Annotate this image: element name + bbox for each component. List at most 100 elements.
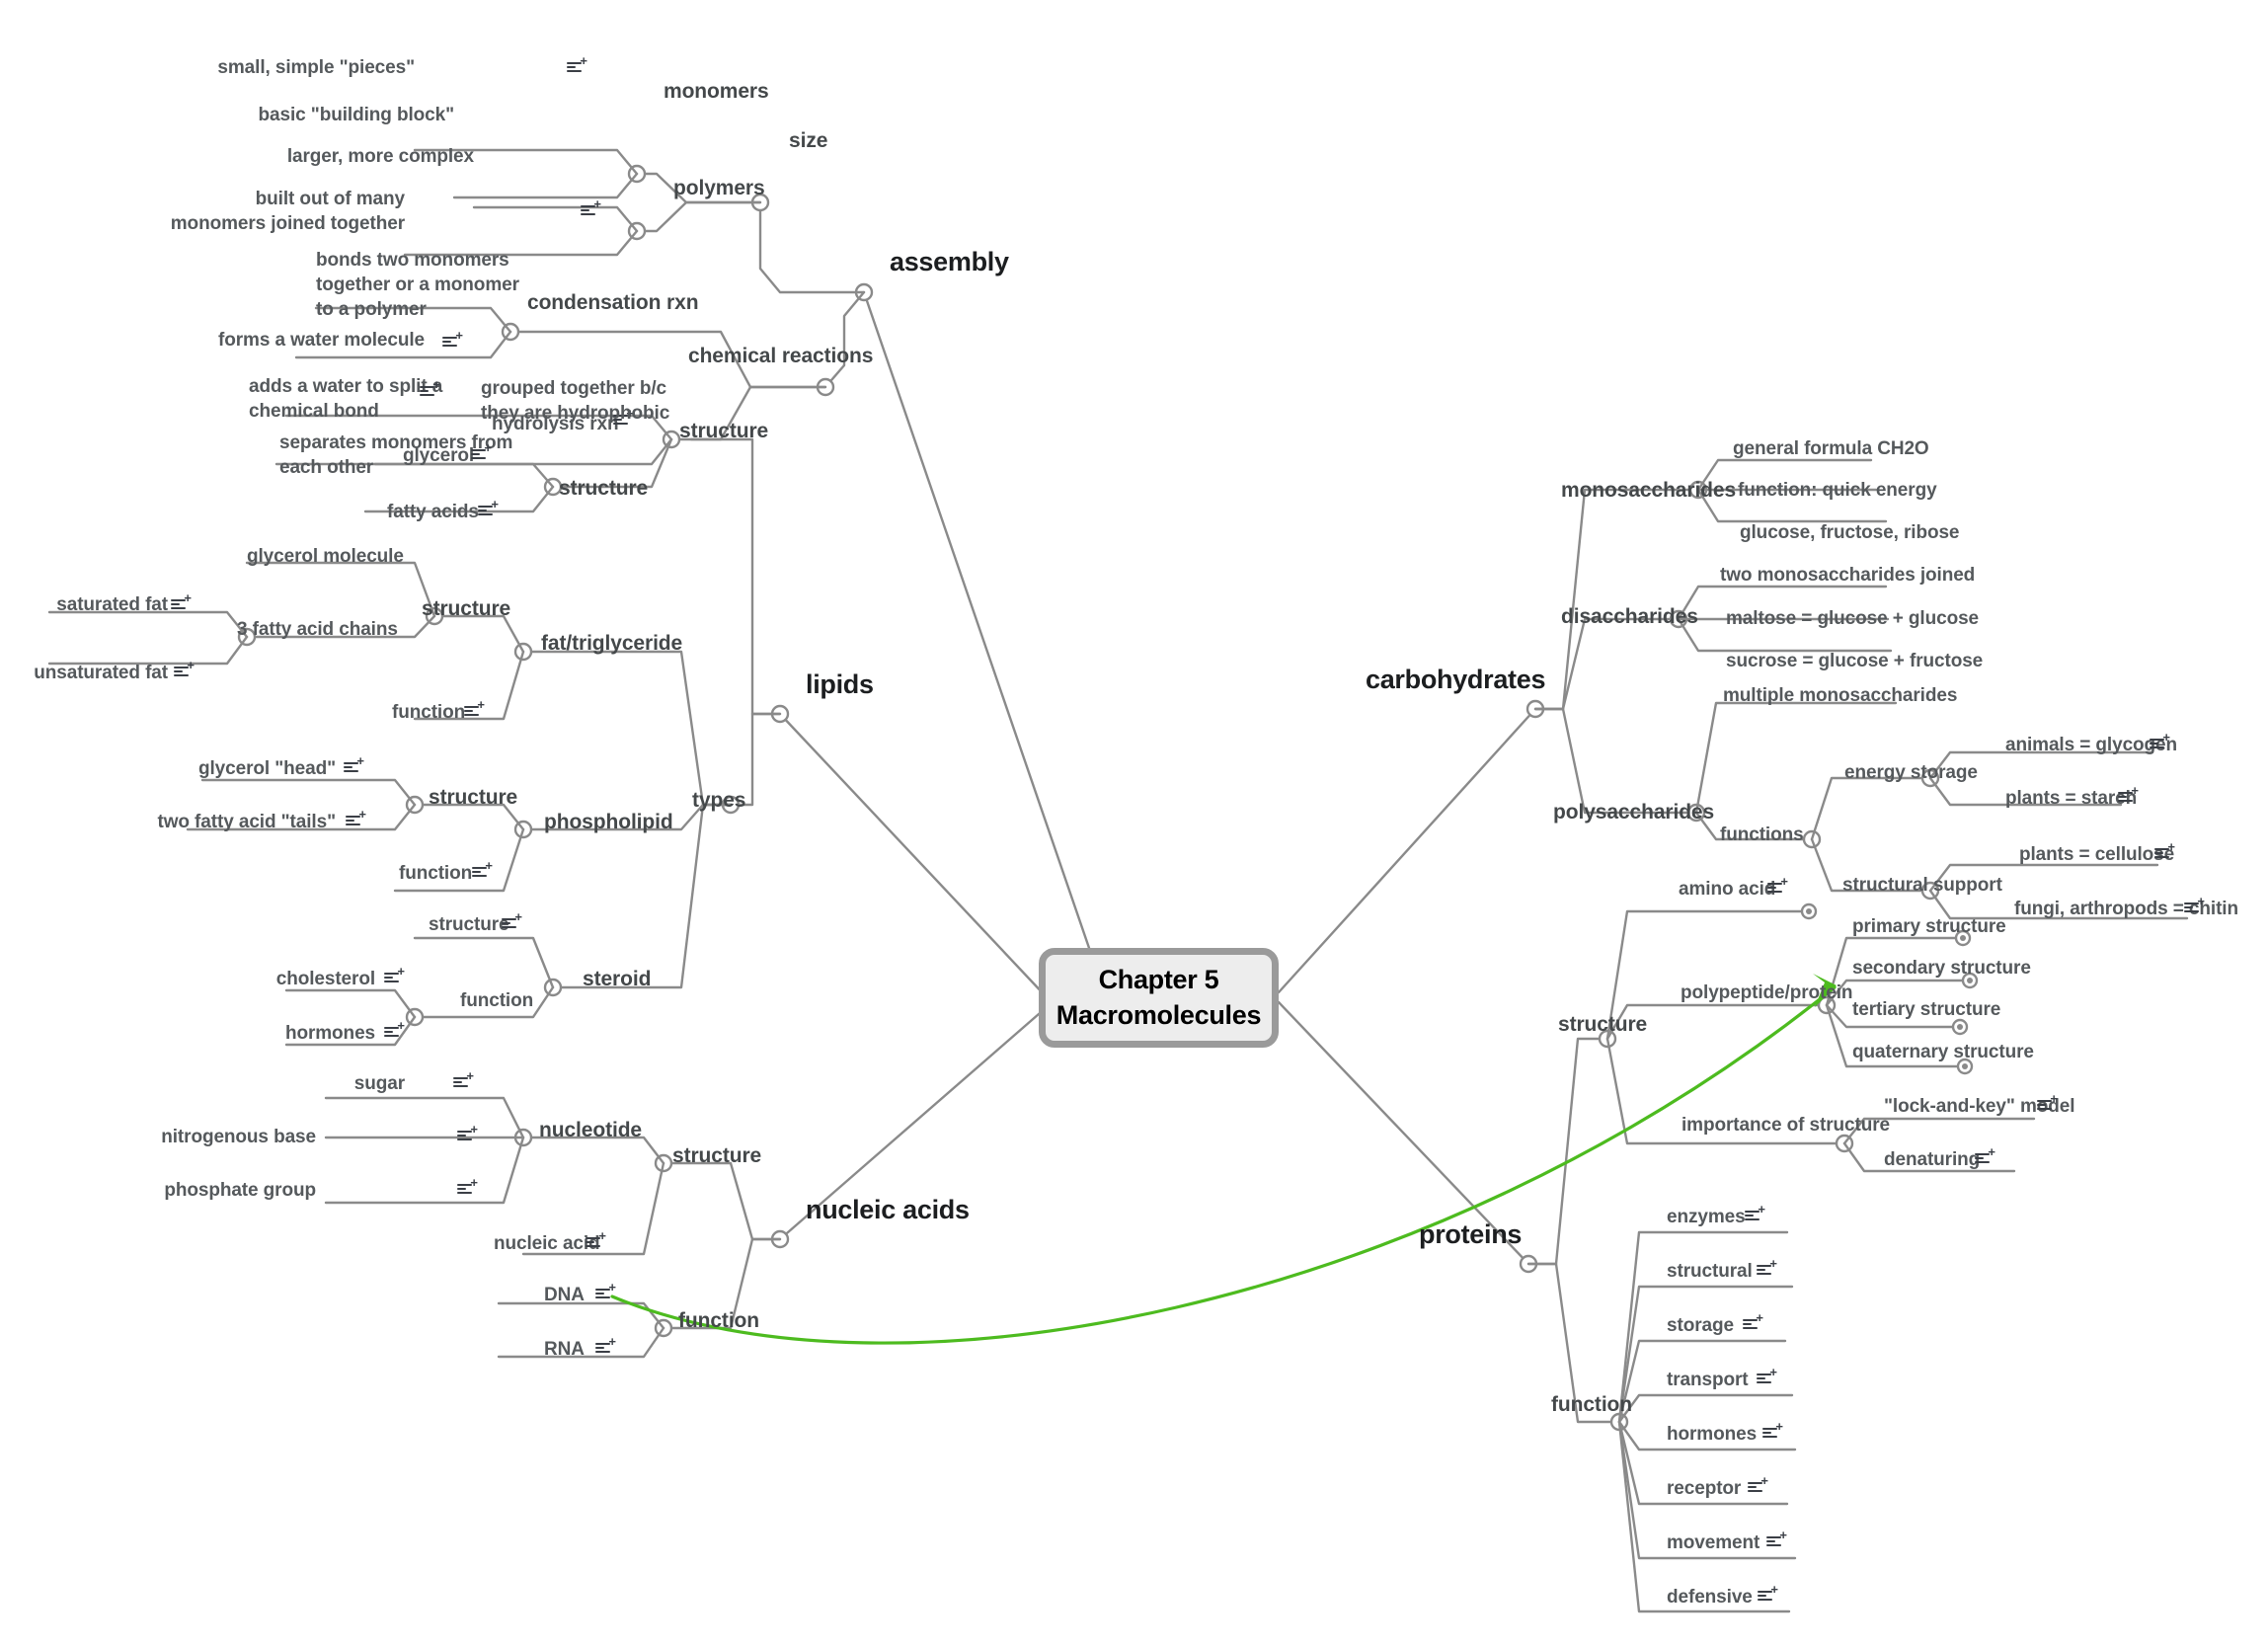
- note-icon[interactable]: +: [1766, 1529, 1787, 1549]
- node-label-phospholipid-structure[interactable]: structure: [429, 786, 518, 809]
- leaf-hormones-protein[interactable]: hormones: [1667, 1424, 1758, 1445]
- leaf-multiple-monosaccharides[interactable]: multiple monosaccharides: [1723, 685, 1958, 706]
- node-label-polypeptide-protein[interactable]: polypeptide/protein: [1681, 982, 1853, 1003]
- leaf-secondary-structure[interactable]: secondary structure: [1852, 958, 2031, 979]
- note-icon[interactable]: +: [453, 1069, 474, 1090]
- node-label-monosaccharides[interactable]: monosaccharides: [1561, 479, 1737, 502]
- leaf-structural[interactable]: structural: [1667, 1261, 1753, 1282]
- node-label-hydrolysis-rxn[interactable]: hydrolysis rxn: [492, 414, 619, 434]
- leaf-general-formula[interactable]: general formula CH2O: [1733, 438, 1929, 459]
- leaf-glycerol-head[interactable]: glycerol "head": [197, 758, 336, 779]
- node-label-chemical-reactions[interactable]: chemical reactions: [688, 345, 874, 367]
- leaf-rna[interactable]: RNA: [544, 1339, 585, 1360]
- leaf-nitrogenous-base[interactable]: nitrogenous base: [161, 1127, 316, 1147]
- note-icon[interactable]: +: [472, 859, 493, 880]
- note-icon[interactable]: +: [174, 659, 195, 679]
- leaf-bonds-two-monomers[interactable]: bonds two monomers together or a monomer…: [316, 250, 519, 321]
- note-icon[interactable]: +: [464, 698, 485, 719]
- note-icon[interactable]: +: [384, 965, 405, 985]
- leaf-built-out-of-many-monomers[interactable]: built out of many monomers joined togeth…: [170, 189, 405, 234]
- leaf-plants-cellulose[interactable]: plants = cellulose: [2019, 844, 2175, 865]
- leaf-quaternary-structure[interactable]: quaternary structure: [1852, 1042, 2034, 1062]
- node-label-nucleotide[interactable]: nucleotide: [539, 1119, 643, 1141]
- note-icon[interactable]: +: [1767, 875, 1788, 896]
- note-icon[interactable]: +: [2154, 840, 2175, 861]
- leaf-basic-building-block[interactable]: basic "building block": [258, 105, 455, 125]
- leaf-sucrose[interactable]: sucrose = glucose + fructose: [1726, 651, 1984, 671]
- node-label-steroid-function[interactable]: function: [460, 990, 534, 1011]
- note-icon[interactable]: +: [613, 407, 634, 428]
- node-label-polymers[interactable]: polymers: [673, 177, 765, 199]
- leaf-receptor[interactable]: receptor: [1667, 1478, 1742, 1499]
- leaf-larger-more-complex[interactable]: larger, more complex: [286, 146, 474, 167]
- node-label-structure-fatty[interactable]: structure: [559, 477, 649, 500]
- branch-label-lipids[interactable]: lipids: [806, 669, 874, 699]
- branch-label-assembly[interactable]: assembly: [890, 247, 1009, 276]
- leaf-primary-structure[interactable]: primary structure: [1852, 916, 2006, 937]
- leaf-fungi-chitin[interactable]: fungi, arthropods = chitin: [2014, 899, 2238, 919]
- leaf-separates-monomers[interactable]: separates monomers from each other: [279, 432, 513, 478]
- node-label-fat-structure[interactable]: structure: [422, 597, 511, 620]
- note-icon[interactable]: +: [1745, 1203, 1765, 1223]
- leaf-enzymes[interactable]: enzymes: [1667, 1207, 1746, 1227]
- node-label-fat-triglyceride[interactable]: fat/triglyceride: [541, 632, 683, 655]
- leaf-cholesterol[interactable]: cholesterol: [275, 969, 375, 989]
- leaf-defensive[interactable]: defensive: [1667, 1587, 1753, 1608]
- leaf-maltose[interactable]: maltose = glucose + glucose: [1726, 608, 1980, 629]
- node-label-disaccharides[interactable]: disaccharides: [1561, 605, 1698, 628]
- note-icon[interactable]: +: [1975, 1145, 1995, 1166]
- leaf-3-fatty-acid-chains[interactable]: 3 fatty acid chains: [237, 619, 398, 640]
- leaf-tertiary-structure[interactable]: tertiary structure: [1852, 999, 2001, 1020]
- node-label-phospholipid[interactable]: phospholipid: [544, 811, 673, 833]
- leaf-phosphate-group[interactable]: phosphate group: [164, 1180, 316, 1201]
- leaf-sugar[interactable]: sugar: [353, 1073, 405, 1094]
- note-icon[interactable]: +: [442, 329, 463, 350]
- node-label-nucleic-function[interactable]: function: [678, 1309, 760, 1332]
- node-label-lipid-structure[interactable]: structure: [679, 420, 769, 442]
- node-label-amino-acid[interactable]: amino acid: [1679, 879, 1776, 900]
- node-label-fatty-acids[interactable]: fatty acids: [387, 502, 479, 522]
- note-icon[interactable]: +: [1757, 1366, 1777, 1386]
- node-label-monomers[interactable]: monomers: [664, 80, 769, 103]
- root-node[interactable]: Chapter 5 Macromolecules: [1039, 948, 1279, 1048]
- node-label-protein-structure[interactable]: structure: [1558, 1013, 1648, 1036]
- node-label-energy-storage[interactable]: energy storage: [1844, 762, 1978, 783]
- leaf-function-quick-energy[interactable]: function: quick energy: [1738, 480, 1937, 501]
- note-icon[interactable]: +: [457, 1176, 478, 1197]
- node-label-protein-function[interactable]: function: [1551, 1393, 1633, 1416]
- leaf-storage[interactable]: storage: [1667, 1315, 1734, 1336]
- leaf-glucose-fructose-ribose[interactable]: glucose, fructose, ribose: [1740, 522, 1960, 543]
- branch-label-carbohydrates[interactable]: carbohydrates: [1366, 665, 1546, 694]
- note-icon[interactable]: +: [581, 197, 601, 218]
- note-icon[interactable]: +: [1743, 1311, 1763, 1332]
- note-icon[interactable]: +: [2118, 784, 2139, 805]
- note-icon[interactable]: +: [457, 1123, 478, 1143]
- node-label-steroid-structure[interactable]: structure: [429, 914, 509, 935]
- branch-label-proteins[interactable]: proteins: [1419, 1219, 1523, 1249]
- leaf-two-monosaccharides-joined[interactable]: two monosaccharides joined: [1720, 565, 1976, 586]
- node-label-polysaccharides[interactable]: polysaccharides: [1553, 801, 1715, 824]
- leaf-two-fatty-acid-tails[interactable]: two fatty acid "tails": [157, 812, 336, 832]
- note-icon[interactable]: +: [420, 378, 440, 399]
- note-icon[interactable]: +: [1748, 1474, 1768, 1495]
- node-label-glycerol[interactable]: glycerol: [403, 445, 475, 466]
- note-icon[interactable]: +: [586, 1229, 606, 1250]
- node-label-nucleic-structure[interactable]: structure: [672, 1144, 762, 1167]
- note-icon[interactable]: +: [384, 1019, 405, 1040]
- note-icon[interactable]: +: [1758, 1583, 1778, 1604]
- note-icon[interactable]: +: [595, 1335, 616, 1356]
- node-label-structural-support[interactable]: structural support: [1842, 875, 2002, 896]
- leaf-transport[interactable]: transport: [1667, 1370, 1749, 1390]
- note-icon[interactable]: +: [2037, 1092, 2058, 1113]
- leaf-small-simple-pieces[interactable]: small, simple "pieces": [217, 57, 415, 78]
- node-label-nucleic-acid[interactable]: nucleic acid: [494, 1233, 600, 1254]
- node-label-phospholipid-function[interactable]: function: [399, 863, 473, 884]
- node-label-condensation-rxn[interactable]: condensation rxn: [527, 291, 699, 314]
- leaf-forms-a-water-molecule[interactable]: forms a water molecule: [218, 330, 425, 351]
- leaf-glycerol-molecule[interactable]: glycerol molecule: [247, 546, 404, 567]
- note-icon[interactable]: +: [344, 754, 364, 775]
- note-icon[interactable]: +: [346, 808, 366, 828]
- leaf-movement[interactable]: movement: [1667, 1532, 1760, 1553]
- node-label-steroid[interactable]: steroid: [583, 968, 652, 990]
- note-icon[interactable]: +: [567, 54, 587, 75]
